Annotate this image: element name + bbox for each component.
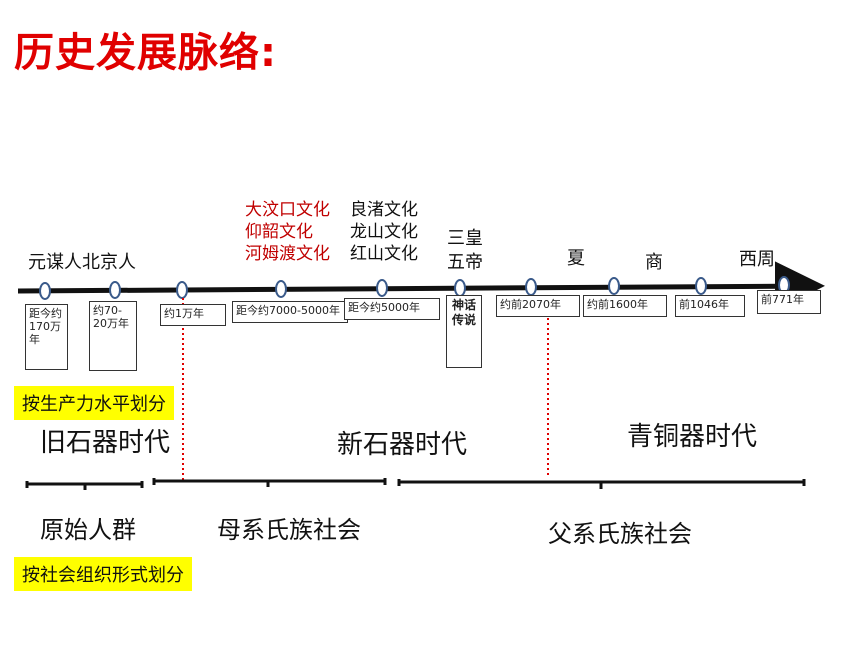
date-box-1046: 前1046年 [675,295,745,317]
timeline-node [176,281,188,299]
timeline-node [376,279,388,297]
timeline-node [109,281,121,299]
timeline-node [525,278,537,296]
culture-hongshan: 红山文化 [350,244,418,264]
culture-dawenkou: 大汶口文化 [245,200,330,220]
brace-primitive [25,481,144,490]
brace-patriarchal [397,479,806,489]
event-sanhuang: 三皇 [447,228,483,249]
culture-hemudu: 河姆渡文化 [245,244,330,264]
date-box-1wan: 约1万年 [160,304,226,326]
culture-longshan: 龙山文化 [350,222,418,242]
date-box-7000-5000: 距今约7000-5000年 [232,301,348,323]
society-primitive: 原始人群 [40,516,136,544]
culture-list-black: 良渚文化 龙山文化 红山文化 [350,199,418,265]
era-bronze: 青铜器时代 [627,422,758,452]
timeline-node [39,282,51,300]
date-box-1600: 约前1600年 [583,295,667,317]
event-xia: 夏 [567,248,585,269]
timeline-node [608,277,620,295]
date-box-mythology: 神话传说 [446,295,482,368]
culture-yangshao: 仰韶文化 [245,222,313,242]
event-wudi: 五帝 [447,252,483,273]
era-paleolithic: 旧石器时代 [40,428,171,458]
timeline-axis [17,261,825,312]
timeline-node [695,277,707,295]
culture-list-red: 大汶口文化 仰韶文化 河姆渡文化 [245,199,330,265]
label-productivity: 按生产力水平划分 [14,386,174,420]
event-xizhou: 西周 [739,249,775,270]
event-shang: 商 [645,252,663,273]
brace-matriarchal [152,478,387,487]
culture-liangzhu: 良渚文化 [350,200,418,220]
timeline-node [454,279,466,297]
page-title: 历史发展脉络: [14,30,277,76]
event-yuanmou-beijing: 元谋人北京人 [28,252,136,273]
society-patriarchal: 父系氏族社会 [548,520,692,548]
timeline-node [275,280,287,298]
society-matriarchal: 母系氏族社会 [217,516,361,544]
date-box-70-20wan: 约70-20万年 [89,301,137,371]
date-box-170wan: 距今约170万年 [25,304,68,370]
label-social-org: 按社会组织形式划分 [14,557,192,591]
date-box-5000: 距今约5000年 [344,298,440,320]
era-neolithic: 新石器时代 [337,430,468,460]
date-box-771: 前771年 [757,290,821,314]
date-box-2070: 约前2070年 [496,295,580,317]
